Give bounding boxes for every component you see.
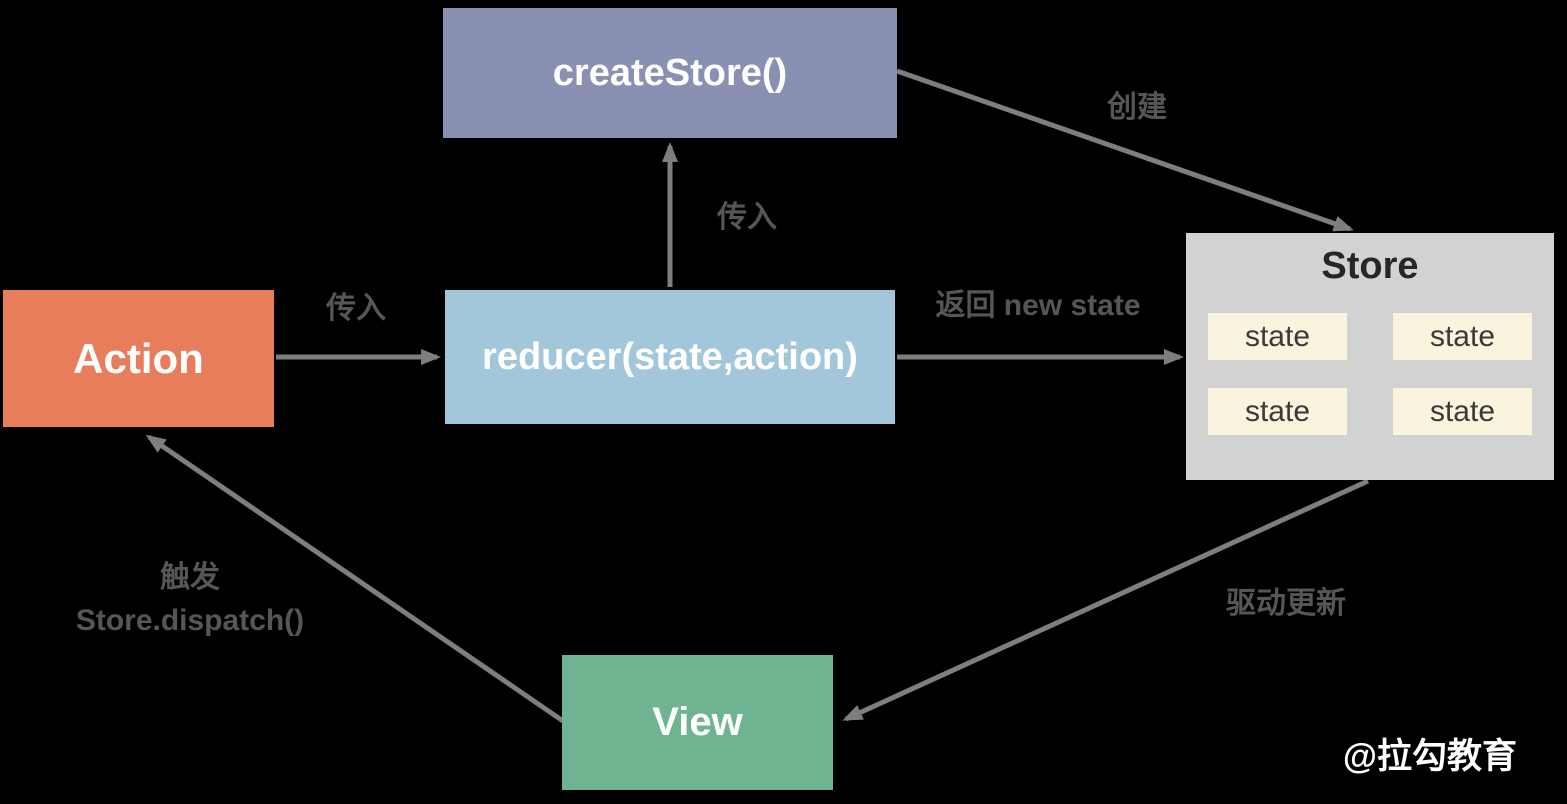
edge-label-create: 创建 xyxy=(1107,91,1167,124)
node-reducer-label: reducer(state,action) xyxy=(482,335,858,378)
node-reducer: reducer(state,action) xyxy=(445,290,895,424)
node-view-label: View xyxy=(652,700,743,744)
node-action: Action xyxy=(3,290,274,427)
store-state-item: state xyxy=(1208,388,1347,435)
edge-label-trigger-line1: 触发 xyxy=(160,561,220,594)
edge-create-store-to-store xyxy=(896,68,1354,232)
edge-label-pass-in-action-reducer: 传入 xyxy=(326,292,386,325)
edge-label-pass-in-reducer-createstore: 传入 xyxy=(717,201,777,234)
node-create-store-label: createStore() xyxy=(552,51,788,94)
node-action-label: Action xyxy=(73,334,204,382)
store-title: Store xyxy=(1321,245,1419,287)
edge-label-trigger-dispatch: 触发 Store.dispatch() xyxy=(40,556,340,642)
edge-label-drive-update: 驱动更新 xyxy=(1226,587,1346,620)
watermark-lagou: @拉勾教育 xyxy=(1342,737,1517,776)
edge-label-trigger-line2: Store.dispatch() xyxy=(75,604,305,637)
store-state-item: state xyxy=(1393,313,1532,360)
node-store: Store state state state state xyxy=(1186,233,1554,480)
store-state-item: state xyxy=(1393,388,1532,435)
edge-store-to-view xyxy=(842,478,1370,722)
edge-label-return-new-state: 返回 new state xyxy=(935,289,1141,322)
edge-view-to-action xyxy=(145,434,565,724)
store-state-item: state xyxy=(1208,313,1347,360)
node-create-store: createStore() xyxy=(443,8,897,138)
node-view: View xyxy=(562,655,833,790)
